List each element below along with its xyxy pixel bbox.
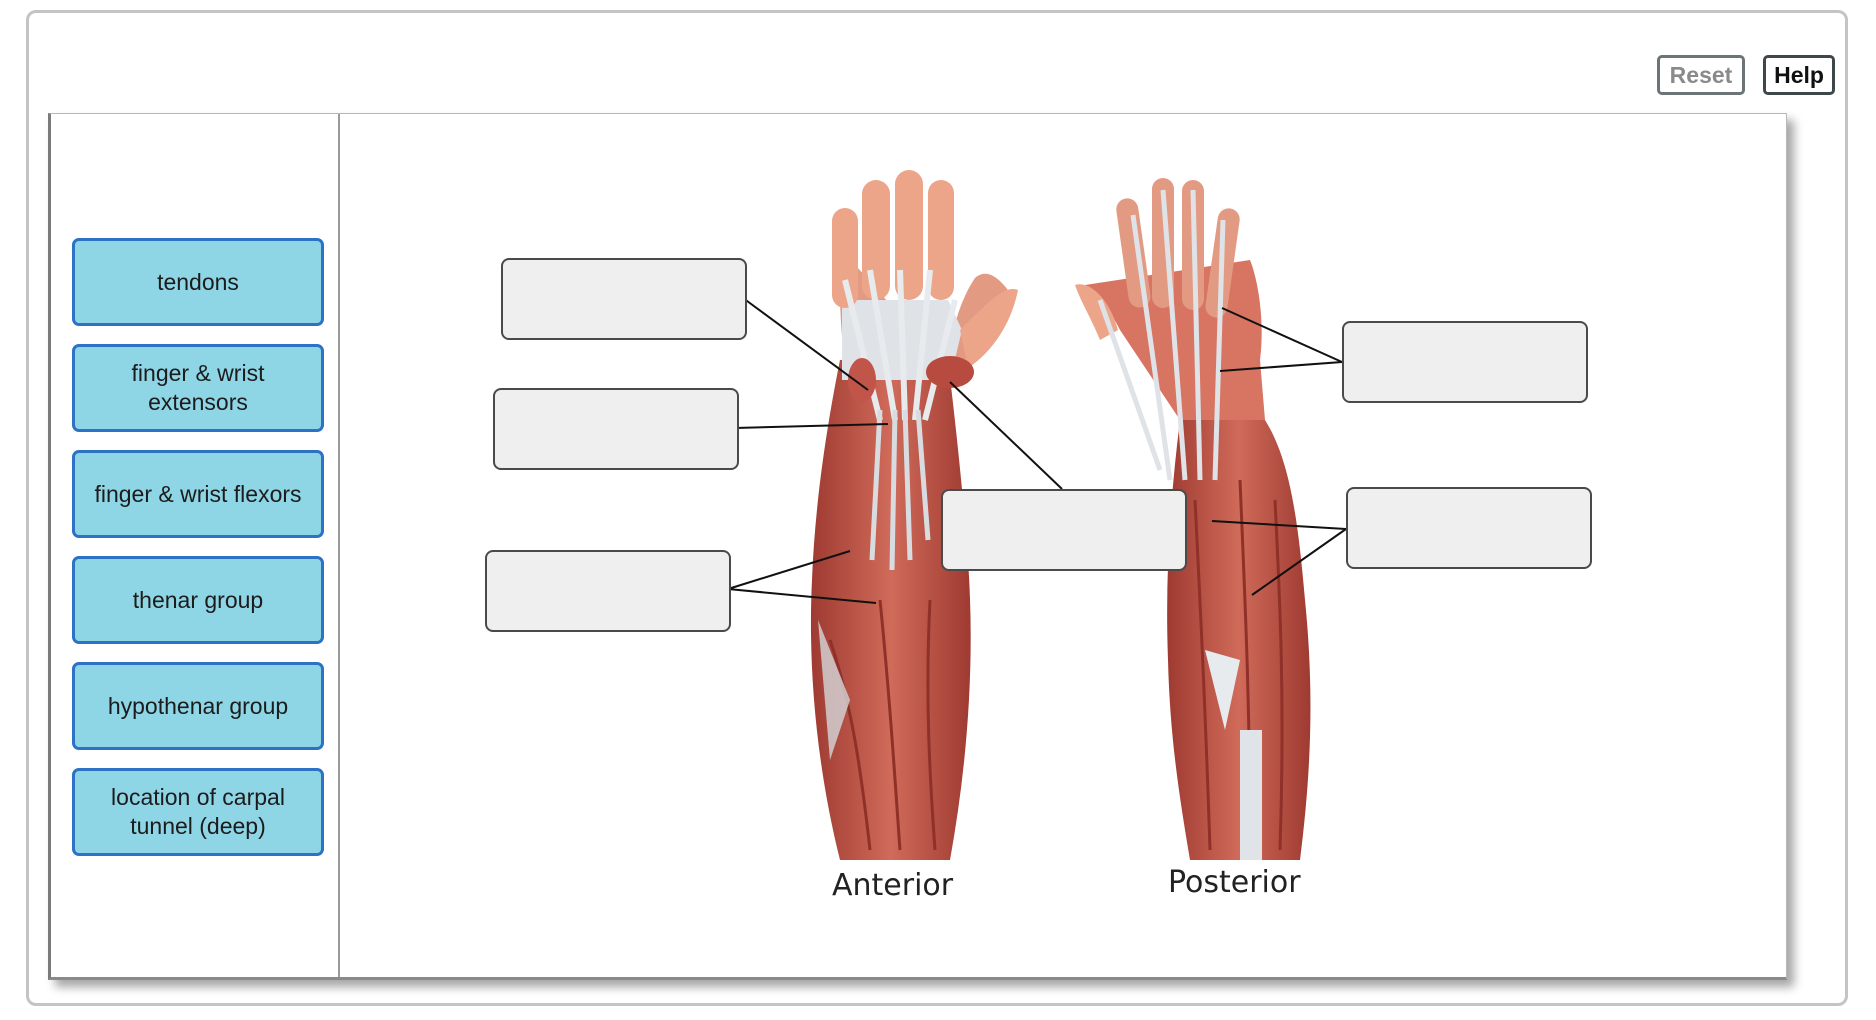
reset-button[interactable]: Reset xyxy=(1657,55,1745,95)
anterior-caption: Anterior xyxy=(832,868,954,903)
drop-target-4[interactable] xyxy=(941,489,1187,571)
drop-target-2[interactable] xyxy=(493,388,739,470)
drop-target-1[interactable] xyxy=(501,258,747,340)
label-chip-tendons[interactable]: tendons xyxy=(72,238,324,326)
drop-target-5[interactable] xyxy=(1342,321,1588,403)
label-chip-carpal-tunnel[interactable]: location of carpal tunnel (deep) xyxy=(72,768,324,856)
drop-target-3[interactable] xyxy=(485,550,731,632)
drop-target-6[interactable] xyxy=(1346,487,1592,569)
posterior-caption: Posterior xyxy=(1168,865,1301,900)
label-chip-extensors[interactable]: finger & wrist extensors xyxy=(72,344,324,432)
label-chip-flexors[interactable]: finger & wrist flexors xyxy=(72,450,324,538)
label-chip-thenar[interactable]: thenar group xyxy=(72,556,324,644)
label-bank: tendons finger & wrist extensors finger … xyxy=(51,114,340,977)
help-button[interactable]: Help xyxy=(1763,55,1835,95)
label-chip-hypothenar[interactable]: hypothenar group xyxy=(72,662,324,750)
